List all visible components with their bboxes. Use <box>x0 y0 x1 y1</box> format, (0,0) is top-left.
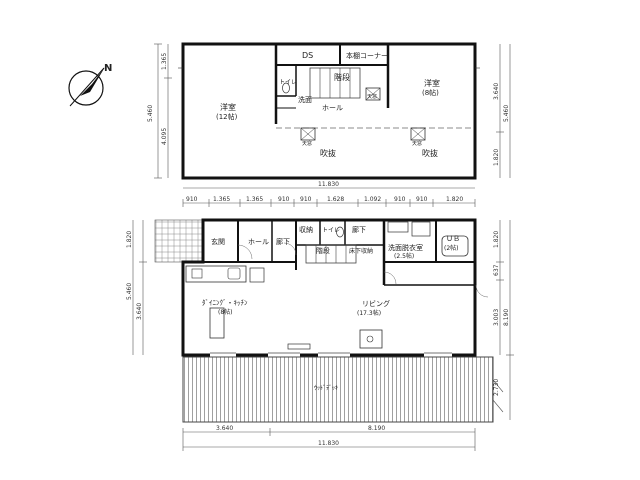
upper-stairs <box>309 67 361 99</box>
lower-washroom-label: 洗面脱衣室 <box>388 243 423 252</box>
lower-corridor-left-label: 廊下 <box>276 237 290 246</box>
upper-dim-left-total: 5.460 <box>147 105 154 122</box>
upper-dim-left-1: 1.365 <box>161 53 168 70</box>
lower-floor: 玄関 ホール 廊下 収納 トイレ 廊下 階段 床下収納 洗面脱衣室 (2.5帖)… <box>126 218 514 451</box>
upper-skylight-3: 天窓 <box>412 140 422 147</box>
upper-toilet-label: トイレ <box>279 79 297 86</box>
lower-entrance-label: 玄関 <box>211 237 225 246</box>
lower-dim-right-2: 637 <box>493 264 500 276</box>
upper-dim-left-2: 4.095 <box>161 128 168 145</box>
north-compass: N <box>68 63 112 107</box>
compass-circle <box>68 70 104 106</box>
kitchen-counter <box>185 265 247 283</box>
lower-living-size: (17.3帖) <box>357 309 381 317</box>
lower-bath-label: ＵＢ <box>446 235 460 243</box>
upper-skylight-1: 天窓 <box>367 93 377 100</box>
lower-storage-under-label: 床下収納 <box>349 247 373 255</box>
upper-room-western-small-size: (8帖) <box>422 88 439 97</box>
entrance-porch <box>154 219 204 263</box>
upper-floor: 洋室 (12帖) 洋室 (8帖) DS 本棚コーナー 階段 トイレ 洗面 ホール… <box>147 42 511 180</box>
lower-stairs-label: 階段 <box>316 246 330 255</box>
lower-dim-left-2: 3.640 <box>136 303 143 320</box>
upper-room-western-large-size: (12帖) <box>216 112 238 121</box>
lower-dim-right-1: 1.820 <box>493 231 500 248</box>
upper-floor-outline <box>181 42 477 180</box>
lower-dining-kitchen-size: (8帖) <box>218 308 233 316</box>
lower-dim-left-total: 5.460 <box>126 283 133 300</box>
upper-open-left: 吹抜 <box>320 148 336 158</box>
upper-skylight-2: 天窓 <box>302 140 312 147</box>
mid-dim-seg-3: 1.365 <box>246 196 263 203</box>
lower-hall-label: ホール <box>248 238 269 246</box>
wood-deck <box>182 356 494 423</box>
upper-room-western-small: 洋室 <box>424 78 440 88</box>
lower-dim-bottom-total: 11.830 <box>318 440 339 447</box>
lower-dim-right-3: 3.003 <box>493 309 500 326</box>
lower-dim-right-deck: 2.730 <box>493 379 500 396</box>
upper-ds-label: DS <box>302 51 313 60</box>
mid-dim-seg-4: 910 <box>278 196 290 203</box>
mid-dim-total: 11.830 <box>318 181 339 188</box>
mid-dim-seg-1: 910 <box>186 196 198 203</box>
lower-dim-bottom-2: 8.190 <box>368 425 385 432</box>
upper-washstand-label: 洗面 <box>298 95 312 104</box>
lower-dining-kitchen-label: ﾀﾞｲﾆﾝｸﾞ・ｷｯﾁﾝ <box>202 299 248 307</box>
mid-dim-seg-6: 1.628 <box>327 196 344 203</box>
upper-dim-right-total: 5.460 <box>503 105 510 122</box>
upper-room-western-large: 洋室 <box>220 102 236 112</box>
living-tv-unit <box>359 329 383 349</box>
upper-hall-label: ホール <box>322 104 343 112</box>
middle-dimension-line: 11.830 910 1.365 1.365 910 910 1.628 1.0… <box>182 181 476 207</box>
upper-open-right: 吹抜 <box>422 148 438 158</box>
mid-dim-seg-5: 910 <box>300 196 312 203</box>
lower-bath-size: (2帖) <box>444 244 459 252</box>
lower-living-label: リビング <box>362 299 390 308</box>
mid-dim-seg-10: 1.820 <box>446 196 463 203</box>
kitchen-island <box>209 307 225 339</box>
mid-dim-seg-7: 1.092 <box>364 196 381 203</box>
lower-corridor-right-label: 廊下 <box>352 225 366 234</box>
lower-storage-label: 収納 <box>299 225 313 234</box>
upper-bookshelf-label: 本棚コーナー <box>346 51 388 60</box>
mid-dim-seg-9: 910 <box>416 196 428 203</box>
lower-toilet-label: トイレ <box>322 227 340 234</box>
lower-washroom-size: (2.5帖) <box>394 252 414 260</box>
upper-stairs-label: 階段 <box>334 72 350 82</box>
mid-dim-seg-2: 1.365 <box>213 196 230 203</box>
lower-stairs <box>305 244 357 264</box>
upper-dim-right-1: 3.640 <box>493 83 500 100</box>
lower-dim-left-1: 1.820 <box>126 231 133 248</box>
mid-dim-seg-8: 910 <box>394 196 406 203</box>
lower-wood-deck-label: ｳｯﾄﾞﾃﾞｯｷ <box>314 385 338 392</box>
upper-dim-right-2: 1.820 <box>493 149 500 166</box>
bathtub <box>441 235 469 257</box>
lower-dim-bottom-1: 3.640 <box>216 425 233 432</box>
compass-north-label: N <box>104 63 112 74</box>
lower-floor-outline <box>181 218 477 357</box>
lower-dim-right-total: 8.190 <box>503 309 510 326</box>
